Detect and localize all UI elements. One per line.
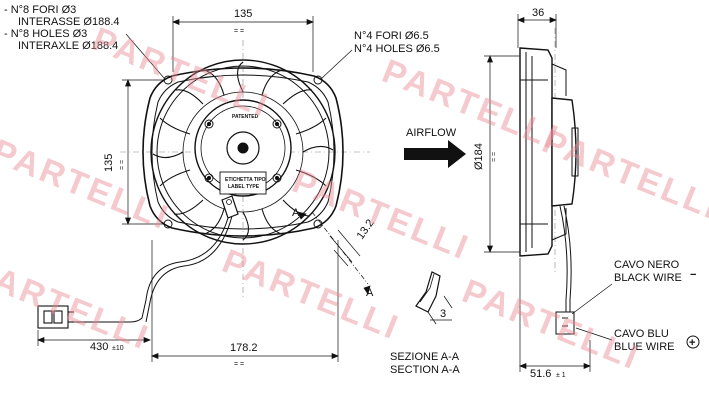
- side-housing: [519, 47, 553, 257]
- dim-left-eq: = =: [119, 160, 126, 170]
- fan-housing-outline: [142, 67, 344, 237]
- section-mark-bottom: A: [366, 287, 374, 299]
- dim-side-bottom-tol: ± 1: [556, 372, 566, 379]
- dim-top-eq: = =: [234, 28, 244, 35]
- wire-blue-line2: BLUE WIRE: [614, 341, 675, 353]
- watermark-1: PARTELLI: [87, 20, 275, 126]
- fan-front-view: [120, 40, 370, 300]
- side-motor: [551, 97, 577, 207]
- dim-side-depth: 36: [532, 7, 544, 19]
- dim-side-diameter: Ø184: [473, 143, 485, 170]
- hub-screw-holes: [204, 119, 282, 183]
- watermark-6: PARTELLI: [217, 242, 405, 348]
- section-mark-top: A: [292, 207, 300, 219]
- dim-bottom-eq: = =: [234, 361, 244, 368]
- plus-sign-circle: [686, 335, 700, 349]
- section-detail: [415, 271, 453, 325]
- wire-blue-line1: CAVO BLU: [614, 328, 669, 340]
- holes-small-line1: - N°8 FORI Ø3: [4, 4, 76, 16]
- dim-cable-length: 430: [90, 341, 108, 353]
- holes-small-line2: INTERASSE Ø188.4: [18, 16, 120, 28]
- holes-large-line1: N°4 FORI Ø6.5: [354, 30, 429, 42]
- label-type-line2: LABEL TYPE: [228, 184, 260, 190]
- annotations: - N°8 FORI Ø3 INTERASSE Ø188.4 - N°8 HOL…: [4, 4, 696, 380]
- wire-black-line1: CAVO NERO: [614, 259, 680, 271]
- fan-housing-inner: [151, 74, 335, 230]
- watermark-3: PARTELLI: [0, 132, 175, 238]
- airflow-arrow: [404, 140, 466, 168]
- fan-ribs: [152, 61, 334, 241]
- patented-label: PATENTED: [232, 114, 259, 120]
- fan-ring-outer: [150, 59, 336, 245]
- fan-side-view: [484, 14, 613, 372]
- dim-bottom-width: 178.2: [230, 342, 258, 354]
- watermarks: PARTELLI PARTELLI PARTELLI PARTELLI PART…: [0, 20, 709, 378]
- label-type-line1: ETICHETTA TIPO: [225, 177, 266, 183]
- section-title-1: SEZIONE A-A: [390, 351, 460, 363]
- wire-black-line2: BLACK WIRE: [614, 272, 682, 284]
- dimension-lines: [37, 16, 371, 362]
- wire-blue-sign: +: [689, 337, 695, 349]
- dim-section-thickness: 3: [440, 308, 446, 320]
- dim-cable-tolerance: ±10: [112, 345, 124, 352]
- dim-top-width: 135: [234, 8, 252, 20]
- watermark-7: PARTELLI: [457, 272, 645, 378]
- watermark-8: PARTELLI: [0, 252, 155, 358]
- dim-left-height: 135: [103, 154, 115, 172]
- holes-small-line4: INTERAXLE Ø188.4: [18, 40, 118, 52]
- label-type-box: [219, 171, 267, 195]
- motor-shaft: [226, 131, 260, 165]
- dim-side-eq: = =: [491, 152, 498, 162]
- connector: [37, 305, 74, 329]
- cable: [66, 215, 233, 323]
- dim-side-bottom: 51.6: [530, 368, 551, 380]
- wire-black-sign: −: [690, 269, 696, 281]
- watermark-4: PARTELLI: [287, 162, 475, 268]
- cable-relief: [221, 195, 239, 219]
- section-title-2: SECTION A-A: [390, 364, 460, 376]
- airflow-label: AIRFLOW: [406, 127, 457, 139]
- holes-large-line2: N°4 HOLES Ø6.5: [354, 43, 440, 55]
- holes-small-line3: - N°8 HOLES Ø3: [4, 28, 87, 40]
- fan-ring-mid: [156, 65, 330, 239]
